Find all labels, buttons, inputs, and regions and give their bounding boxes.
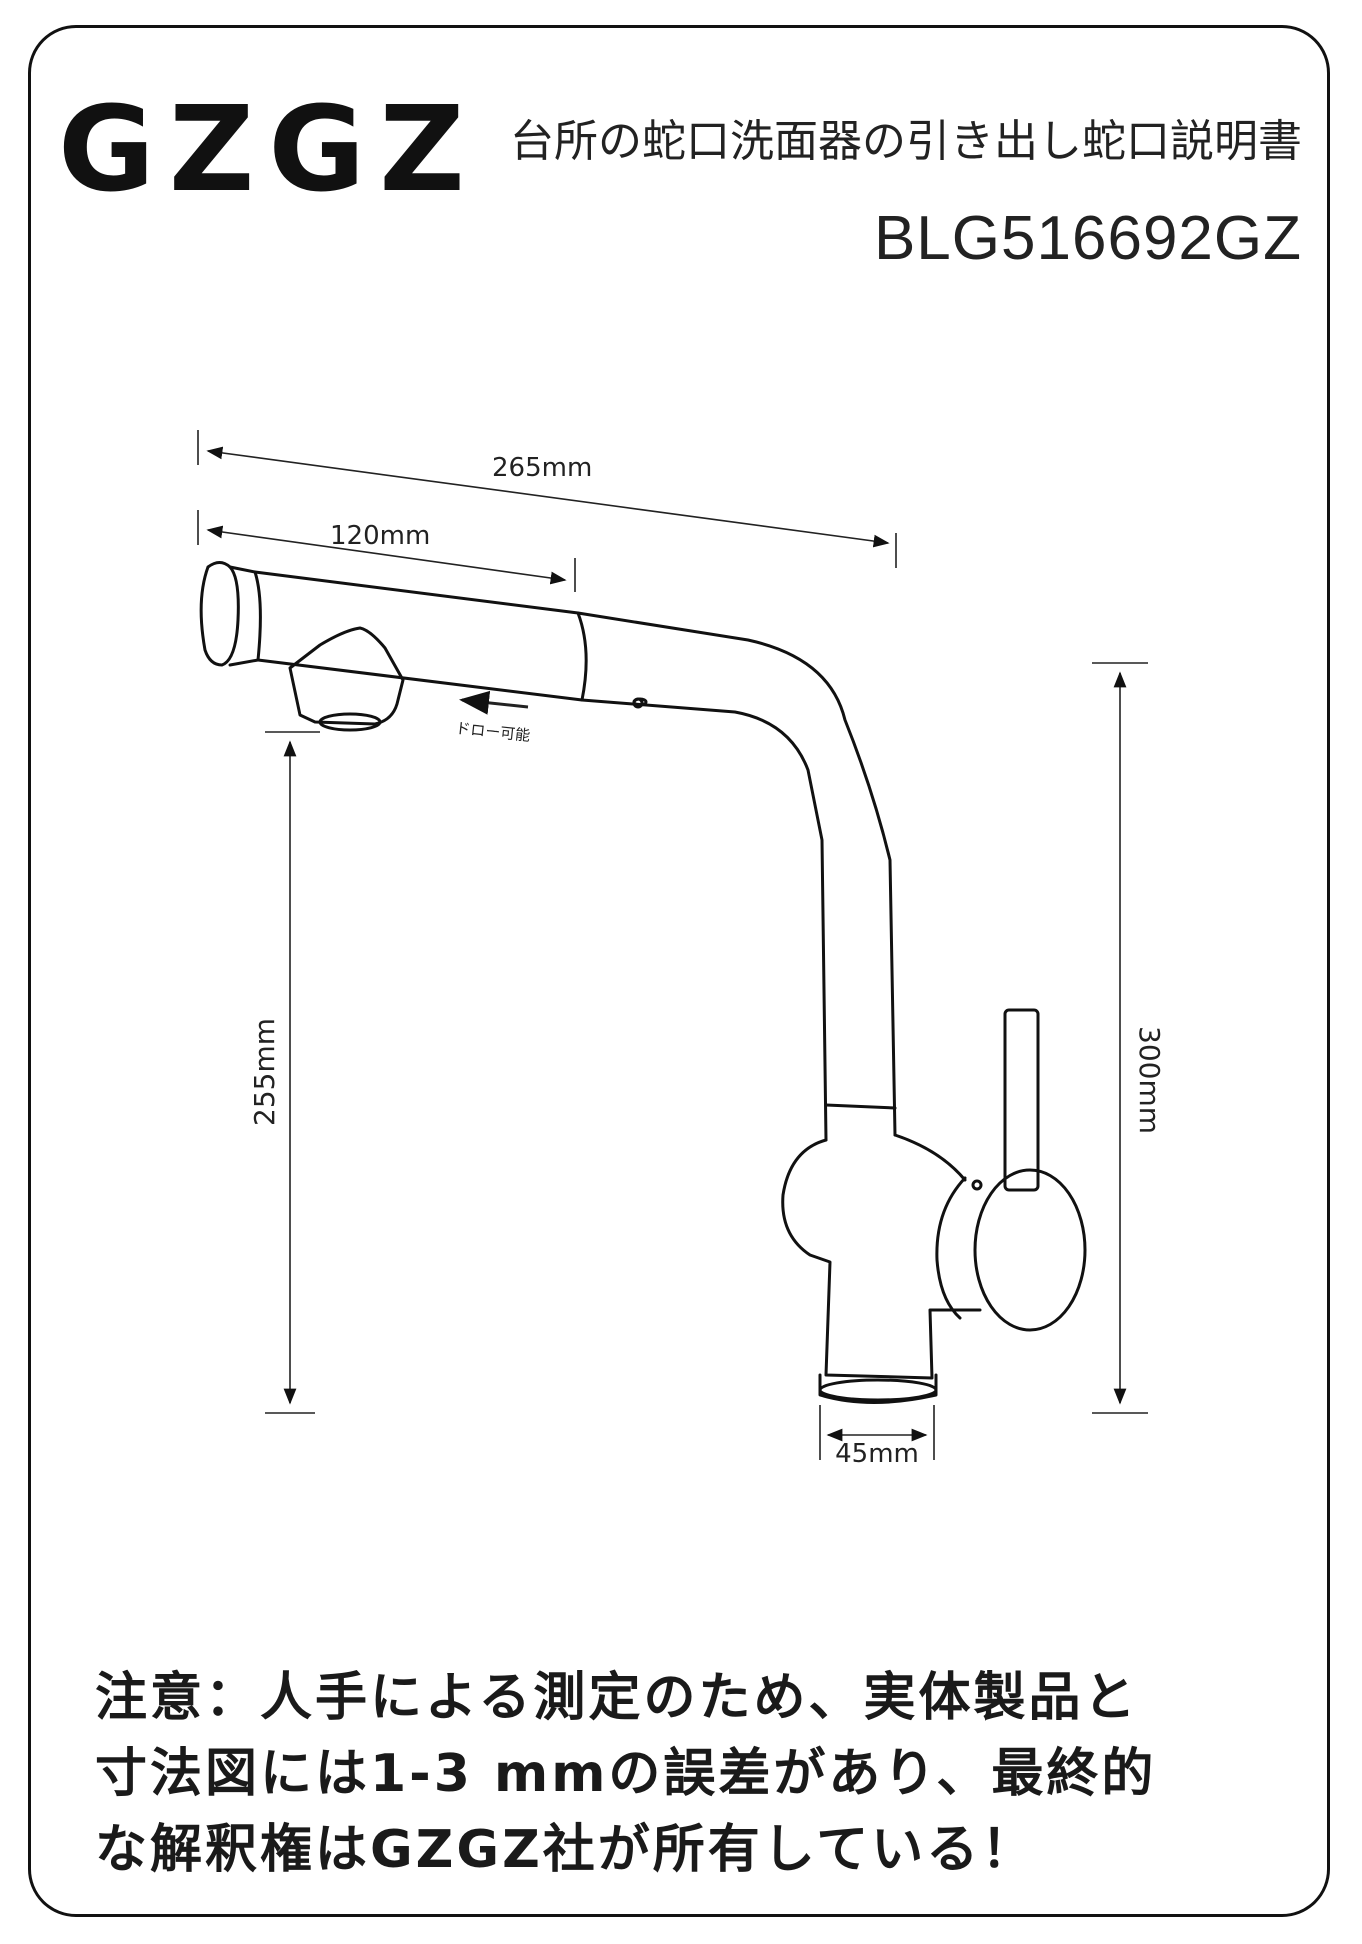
lever-screw [971,1179,983,1191]
spray-nozzle [288,626,405,726]
pull-out-arrow [459,690,529,715]
faucet-outline [199,561,1087,1404]
dim-300-label: 300mm [1133,1026,1166,1134]
dim-120-label: 120mm [330,521,430,551]
note-line-1: 注意：人手による測定のため、実体製品と [95,1668,1139,1728]
dimension-labels: 265mm 120mm 255mm 300mm 45mm ドロー可能 [248,453,1166,1469]
page-border [28,25,1330,1917]
faucet-body [781,1138,982,1380]
document-title: 台所の蛇口洗面器の引き出し蛇口説明書 [510,116,1302,167]
base-ring [818,1373,938,1404]
body-top [893,1133,967,1182]
spray-head-body [253,570,588,702]
disclaimer-note: 注意：人手による測定のため、実体製品と 寸法図には1-3 mmの誤差があり、最終… [95,1660,1285,1888]
handle-side-cap [973,1168,1087,1332]
brand-logo: GZGZ [58,80,479,218]
base-ring-bottom [818,1378,938,1402]
note-line-2: 寸法図には1-3 mmの誤差があり、最終的 [95,1744,1157,1804]
dim-265-line [206,446,890,548]
nozzle-outlet [318,712,382,732]
spout-tube-top [576,611,897,1137]
dim-120-line [206,525,567,585]
dim-265-label: 265mm [492,453,592,483]
dimension-lines [197,430,1148,1460]
spout-mark [632,697,648,707]
spout-collar [824,1103,897,1110]
pull-out-label: ドロー可能 [455,719,531,745]
note-line-3: な解釈権はGZGZ社が所有している！ [95,1820,1037,1880]
handle-lever [1003,1008,1040,1192]
model-number: BLG516692GZ [873,204,1302,273]
handle-ring [935,1176,967,1320]
spray-head-cap [199,561,240,667]
spout-tube-bottom [580,698,828,1142]
dim-255-label: 255mm [248,1018,281,1126]
dim-45-label: 45mm [835,1439,919,1469]
